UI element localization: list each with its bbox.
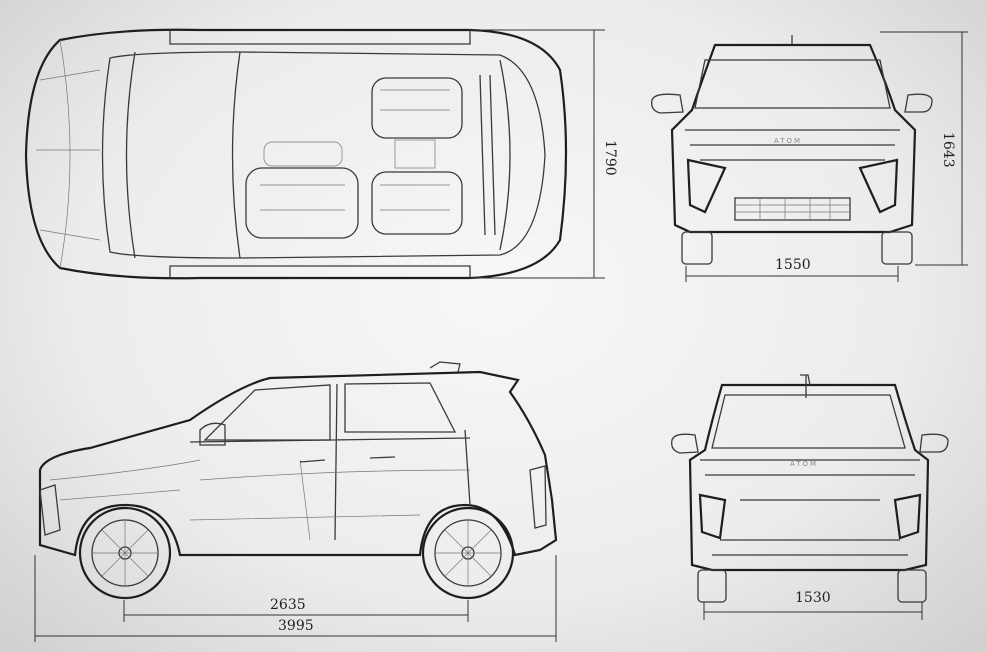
dimension-label-rear-track: 1530 <box>795 590 831 606</box>
dimension-label-front-track: 1550 <box>775 257 811 273</box>
dimension-rear: 1530 <box>703 590 923 620</box>
dimension-label-height: 1643 <box>940 132 956 168</box>
front-badge: ATOM <box>774 137 802 145</box>
rear-view: ATOM <box>671 374 949 603</box>
front-view: ATOM <box>651 35 933 265</box>
dimension-width: 1790 <box>470 29 618 279</box>
dimension-label-width: 1790 <box>602 140 618 176</box>
side-view <box>38 361 558 600</box>
dimension-front: 1643 1550 <box>685 31 968 282</box>
dimension-label-wheelbase: 2635 <box>270 597 306 613</box>
dimension-label-length: 3995 <box>278 618 314 634</box>
top-view <box>24 28 568 280</box>
dimension-side: 2635 3995 <box>34 555 557 642</box>
rear-badge: ATOM <box>790 460 818 468</box>
